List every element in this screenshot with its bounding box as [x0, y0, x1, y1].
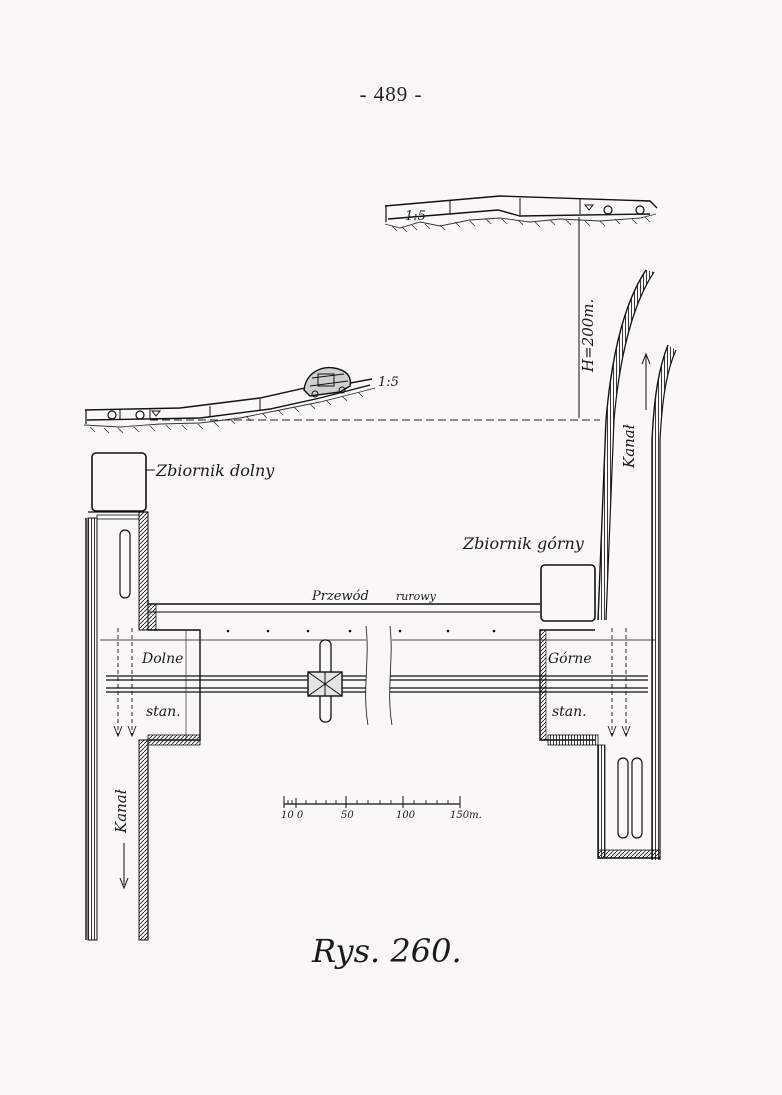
lower-level-label-2: stan. [146, 704, 181, 720]
upper-reservoir-label: Zbiornik górny [462, 534, 585, 553]
rail-tracks [100, 625, 655, 726]
carriage-plan [307, 639, 343, 723]
figure-caption: Rys. 260. [311, 932, 462, 970]
scale-tick-3: 150m. [450, 810, 482, 821]
upper-level-basin: Górne stan. [539, 628, 631, 746]
scale-bar: 10 0 50 100 150m. [281, 796, 482, 821]
lower-level-basin: Dolne stan. [113, 628, 201, 746]
upper-reservoir: Zbiornik górny [462, 534, 596, 622]
lower-level-label-1: Dolne [141, 651, 183, 667]
scale-tick-0: 10 0 [281, 810, 304, 821]
page-number: - 489 - [359, 82, 423, 106]
upper-level-label-2: stan. [552, 704, 587, 720]
scale-tick-2: 100 [396, 810, 416, 821]
canal-label-right: Kanał [620, 424, 638, 469]
slope-label-lower: 1:5 [378, 375, 399, 390]
boat-cradle-car [303, 366, 352, 398]
lower-profile: 1:5 [83, 366, 399, 434]
head-height-dimension: H=200m. [578, 217, 597, 418]
slope-label-upper: 1:5 [405, 209, 426, 224]
plan-view: Kanał Zbiornik dolny Przewód rurowy [85, 269, 677, 941]
pipeline: Przewód rurowy [147, 589, 540, 631]
head-height-label: H=200m. [579, 299, 597, 373]
pipeline-label-1: Przewód [311, 589, 369, 604]
pipeline-label-2: rurowy [396, 590, 437, 603]
scale-tick-1: 50 [341, 810, 354, 821]
profile-elevation: 1:5 H=200m. [83, 195, 658, 434]
lower-reservoir-label: Zbiornik dolny [155, 461, 275, 480]
upper-canal: Kanał [597, 269, 677, 860]
canal-label-left: Kanał [112, 789, 130, 834]
lower-reservoir: Zbiornik dolny [91, 452, 275, 512]
lower-canal: Kanał [85, 511, 149, 941]
upper-level-label-1: Górne [548, 651, 592, 667]
upper-profile: 1:5 [384, 195, 658, 233]
